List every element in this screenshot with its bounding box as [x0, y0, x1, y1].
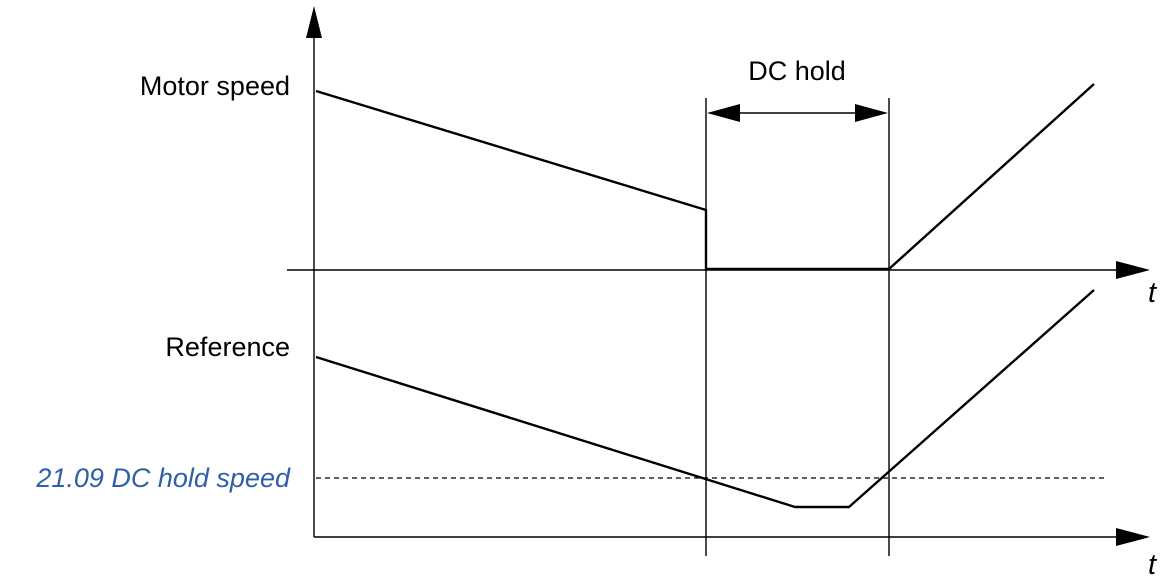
reference-label: Reference	[165, 332, 290, 362]
reference-curve	[315, 289, 1095, 509]
dc-hold-right-arrowhead	[855, 104, 888, 122]
motor-speed-curve	[315, 83, 1095, 271]
dc-hold-speed-parameter-label: 21.09 DC hold speed	[35, 463, 291, 493]
dc-hold-label: DC hold	[748, 56, 846, 86]
upper-time-axis-label: t	[1148, 277, 1158, 309]
motor-speed-label: Motor speed	[140, 71, 290, 101]
upper-time-axis-arrowhead	[1116, 261, 1150, 279]
dc-hold-left-arrowhead	[707, 104, 740, 122]
lower-time-axis-arrowhead	[1116, 528, 1150, 546]
lower-time-axis-label: t	[1148, 549, 1158, 581]
vertical-axis-arrowhead	[306, 6, 322, 38]
